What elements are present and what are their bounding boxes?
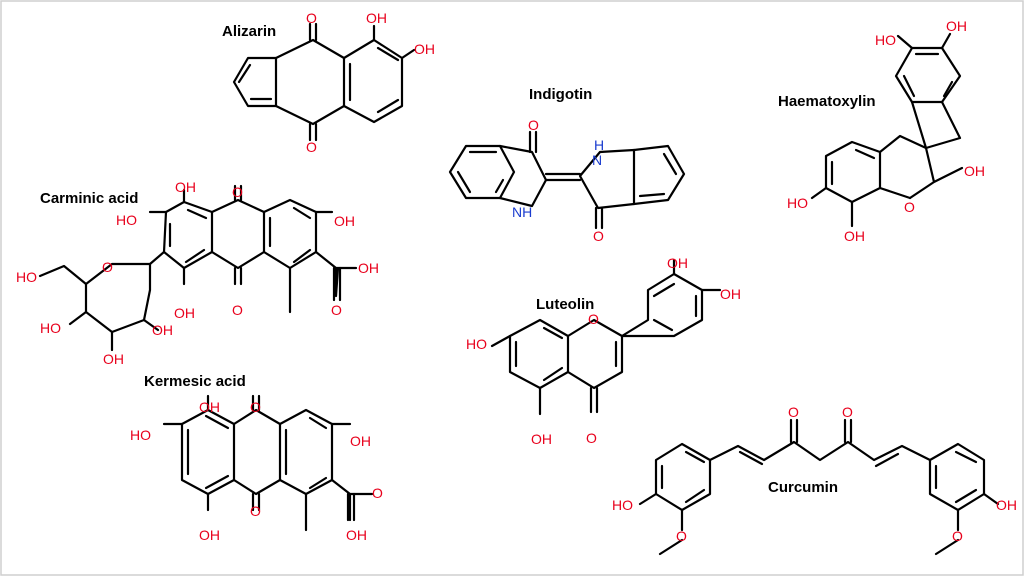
lut-o-carbonyl: O	[586, 430, 597, 446]
alizarin-oh-2: OH	[414, 41, 435, 57]
lut-oh-3: OH	[531, 431, 552, 447]
carm-oh-5: OH	[103, 351, 124, 367]
carminic-structure: Carminic acid OH HO O O OH OH OH O O HO …	[16, 179, 379, 367]
indigotin-h: H	[594, 137, 604, 153]
kerm-o-bottom: O	[250, 503, 261, 519]
curc-oh: OH	[996, 497, 1017, 513]
haematoxylin-name: Haematoxylin	[778, 93, 876, 110]
curc-ho: HO	[612, 497, 633, 513]
curc-o-methoxy-1: O	[676, 528, 687, 544]
carm-ho-1: HO	[116, 212, 137, 228]
alizarin-o-bottom: O	[306, 139, 317, 155]
haem-ho-2: HO	[787, 195, 808, 211]
kermesic-structure: Kermesic acid OH HO O O OH OH O OH	[130, 373, 383, 543]
haem-ho-1: HO	[875, 32, 896, 48]
lut-oh-2: OH	[720, 286, 741, 302]
indigotin-name: Indigotin	[529, 86, 592, 103]
carm-ho-2: HO	[16, 269, 37, 285]
carm-oh-4: OH	[358, 260, 379, 276]
kerm-oh-2: OH	[199, 527, 220, 543]
carm-o-5: O	[331, 302, 342, 318]
haem-oh-3: OH	[844, 228, 865, 244]
carm-ho-3: HO	[40, 320, 61, 336]
kerm-ho-1: HO	[130, 427, 151, 443]
haem-o-ring: O	[904, 199, 915, 215]
curc-o-2: O	[842, 404, 853, 420]
alizarin-oh-1: OH	[366, 10, 387, 26]
kerm-o-4: O	[372, 485, 383, 501]
indigotin-structure: Indigotin O O H N NH	[448, 86, 686, 244]
curcumin-structure: Curcumin O O HO O OH O	[612, 404, 1017, 556]
carm-oh-1: OH	[175, 179, 196, 195]
haem-oh-2: OH	[964, 163, 985, 179]
carm-o-ring: O	[102, 259, 113, 275]
indigotin-nh: NH	[512, 204, 532, 220]
curcumin-name: Curcumin	[768, 479, 838, 496]
haematoxylin-structure: Haematoxylin HO OH OH O HO OH	[778, 18, 985, 244]
kerm-oh-1: OH	[199, 399, 220, 415]
alizarin-o-top: O	[306, 10, 317, 26]
indigotin-o-1: O	[528, 117, 539, 133]
luteolin-name: Luteolin	[536, 296, 594, 313]
kermesic-name: Kermesic acid	[144, 373, 246, 390]
carm-o-top: O	[232, 184, 243, 200]
curc-o-methoxy-2: O	[952, 528, 963, 544]
lut-oh-1: OH	[667, 255, 688, 271]
alizarin-name: Alizarin	[222, 23, 276, 40]
luteolin-structure: Luteolin HO O OH OH OH O	[466, 255, 741, 447]
haem-oh-1: OH	[946, 18, 967, 34]
lut-o-ring: O	[588, 311, 599, 327]
carminic-name: Carminic acid	[40, 190, 138, 207]
carm-oh-3: OH	[334, 213, 355, 229]
kerm-oh-3: OH	[350, 433, 371, 449]
kerm-oh-4: OH	[346, 527, 367, 543]
indigotin-n: N	[592, 152, 602, 168]
curc-o-1: O	[788, 404, 799, 420]
kerm-o-top: O	[250, 399, 261, 415]
carm-oh-6: OH	[152, 322, 173, 338]
indigotin-o-2: O	[593, 228, 604, 244]
lut-ho: HO	[466, 336, 487, 352]
carm-o-bottom: O	[232, 302, 243, 318]
alizarin-structure: Alizarin O O OH OH	[222, 10, 435, 155]
carm-oh-2: OH	[174, 305, 195, 321]
